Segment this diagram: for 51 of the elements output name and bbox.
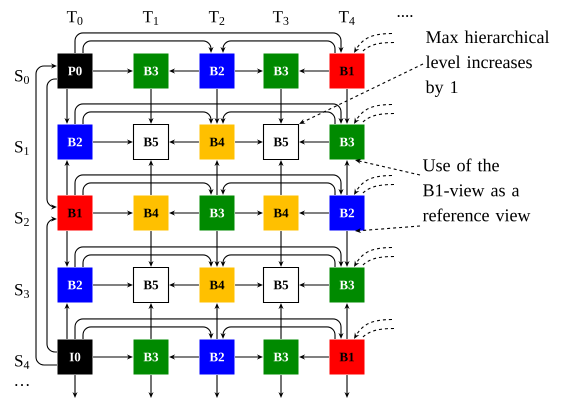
arrow — [74, 32, 344, 53]
arrow — [82, 254, 214, 267]
arrow — [74, 246, 344, 267]
arrow — [74, 318, 344, 339]
time-label: T$_{0}$ — [66, 11, 82, 25]
view-box: B4 — [200, 124, 234, 160]
view-box: B2 — [200, 340, 234, 374]
view-label: S$_{0}$ — [15, 70, 29, 84]
view-box: B3 — [134, 54, 168, 88]
view-box: B3 — [134, 340, 168, 374]
view-box: B3 — [264, 54, 298, 88]
view-label: S$_{4}$ — [15, 355, 30, 369]
arrow — [74, 103, 344, 124]
arrow — [35, 63, 57, 366]
view-box: B3 — [200, 196, 234, 230]
view-label: S$_{3}$ — [15, 284, 29, 298]
view-label: S$_{2}$ — [15, 212, 29, 226]
view-box: B3 — [330, 268, 364, 302]
time-label: T$_{3}$ — [272, 11, 288, 25]
view-box: B2 — [330, 196, 364, 230]
arrow — [74, 174, 344, 195]
view-label: S$_{1}$ — [15, 141, 29, 155]
view-box: B5 — [132, 124, 170, 160]
view-box: P0 — [58, 54, 92, 88]
arrow — [82, 326, 214, 339]
view-box: B4 — [200, 268, 234, 302]
view-box: B3 — [330, 124, 364, 160]
arrow — [82, 111, 214, 124]
annotation-text: Use of the B1-view as a reference view — [422, 158, 530, 222]
view-box: B2 — [58, 124, 92, 160]
view-box: B5 — [132, 266, 170, 304]
view-box: B4 — [134, 196, 168, 230]
view-box: B3 — [264, 340, 298, 374]
view-box: B4 — [264, 196, 298, 230]
ellipsis: .... — [398, 14, 412, 17]
view-box: B1 — [330, 340, 364, 374]
view-box: B2 — [200, 54, 234, 88]
view-box: B1 — [330, 54, 364, 88]
time-label: T$_{1}$ — [142, 11, 158, 25]
time-label: T$_{2}$ — [208, 11, 224, 25]
ellipsis: … — [15, 384, 29, 386]
arrow — [82, 182, 214, 195]
arrow — [46, 216, 57, 353]
view-box: B5 — [262, 124, 300, 160]
time-label: T$_{4}$ — [338, 11, 355, 25]
view-box: I0 — [58, 340, 92, 374]
arrow — [82, 40, 214, 53]
view-box: B5 — [262, 266, 300, 304]
annotation-text: Max hierarchical level increases by 1 — [426, 30, 550, 97]
view-box: B1 — [58, 196, 92, 230]
view-box: B2 — [58, 268, 92, 302]
